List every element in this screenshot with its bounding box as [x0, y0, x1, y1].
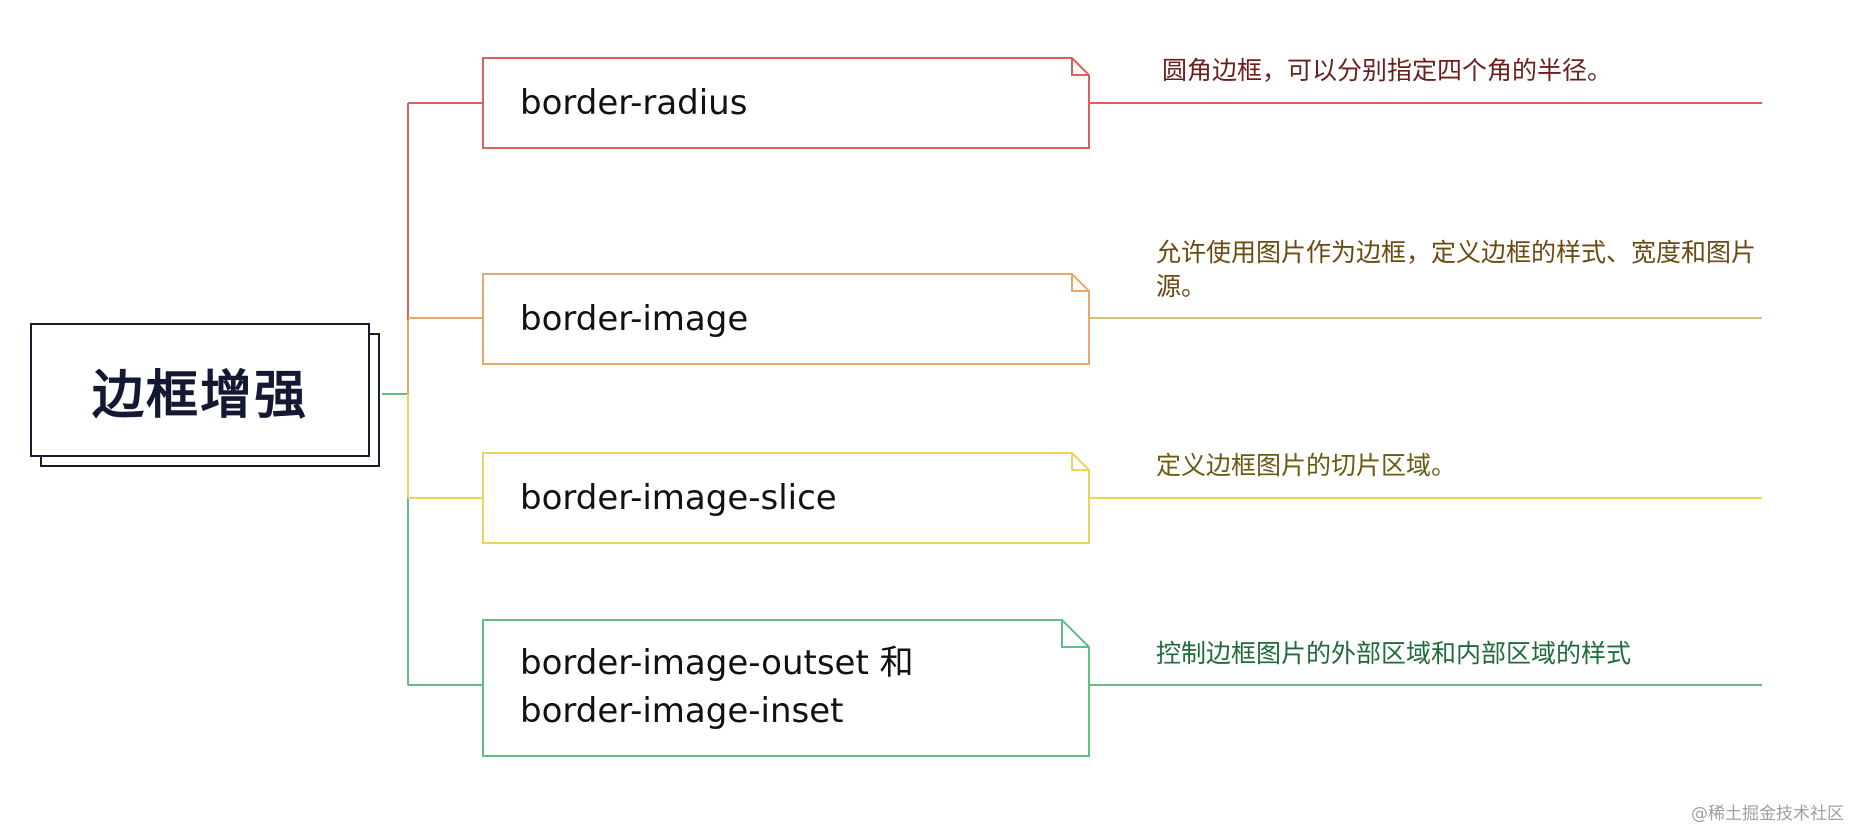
branch-label: border-image: [520, 299, 749, 339]
note-frame-icon: [482, 273, 1090, 365]
note-frame-icon: [482, 57, 1090, 149]
branch-description: 定义边框图片的切片区域。: [1156, 451, 1457, 480]
note-frame-icon: [482, 452, 1090, 544]
branch-description: 控制边框图片的外部区域和内部区域的样式: [1156, 639, 1632, 668]
branch-label: border-image-slice: [520, 478, 837, 518]
root-topic-box: 边框增强: [30, 323, 370, 457]
branch-description: 允许使用图片作为边框，定义边框的样式、宽度和图片源。: [1156, 238, 1757, 301]
branch-description: 圆角边框，可以分别指定四个角的半径。: [1162, 56, 1613, 85]
branch-label: border-image-outset 和 border-image-inset: [520, 643, 914, 731]
branch-label: border-radius: [520, 83, 748, 123]
root-topic-title: 边框增强: [91, 365, 308, 426]
watermark: @稀土掘金技术社区: [1691, 804, 1844, 824]
branch-node-border-radius[interactable]: border-radius: [482, 57, 1090, 149]
branch-node-border-image-outset-inset[interactable]: border-image-outset 和 border-image-inset: [482, 619, 1090, 757]
root-topic[interactable]: 边框增强: [30, 323, 380, 467]
note-frame-icon: [482, 619, 1090, 757]
branch-node-border-image[interactable]: border-image: [482, 273, 1090, 365]
branch-node-border-image-slice[interactable]: border-image-slice: [482, 452, 1090, 544]
